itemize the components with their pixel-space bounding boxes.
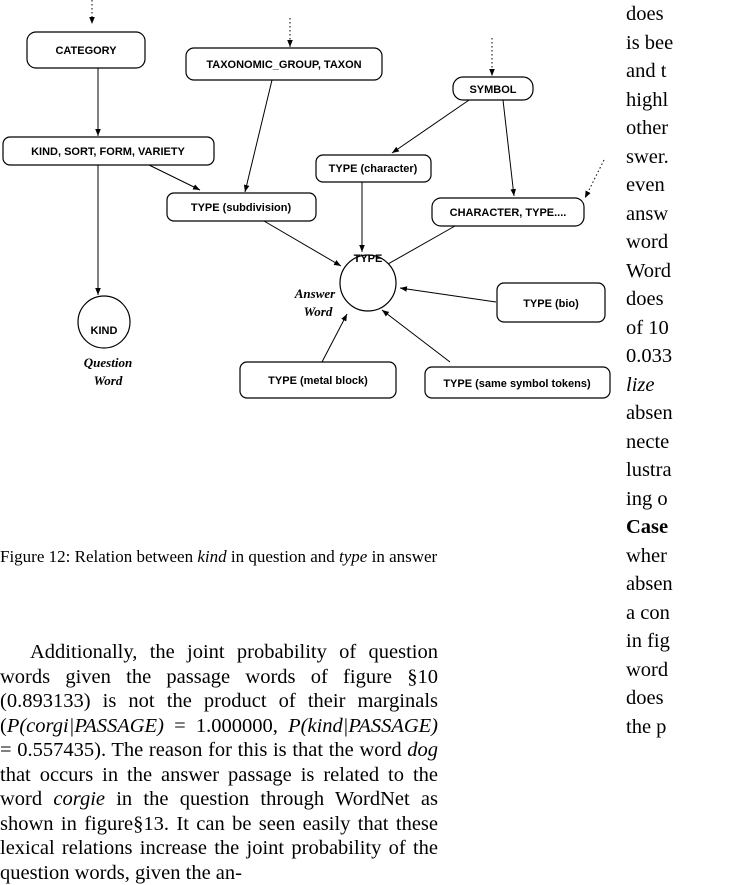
question-word-label-line1: Question (84, 355, 132, 370)
node-symbol-box (452, 76, 534, 101)
para-text-5: = (0, 739, 18, 761)
node-taxon-label: TAXONOMIC_GROUP, TAXON (206, 59, 361, 71)
right-line: does (626, 687, 664, 709)
right-line: in fig (626, 630, 670, 652)
para-value-corgi: 1.000000 (195, 714, 273, 737)
para-text-6: ). The reason for this is that the word (94, 739, 408, 761)
right-line: Word (626, 259, 672, 282)
para-math-corgi: P(corgi|PASSAGE) (6, 714, 164, 737)
right-line: does (626, 3, 664, 25)
right-line: absen (626, 402, 673, 424)
node-type-center-circle (339, 254, 397, 312)
right-line: even (626, 174, 665, 196)
caption-type: type (339, 547, 368, 566)
dotted-incoming-lines (89, 0, 605, 199)
para-math-kind: P(kind|PASSAGE) (288, 714, 439, 737)
node-type-bio-box (496, 282, 606, 323)
node-type-center-label: TYPE (354, 253, 383, 265)
caption-middle: in question and (226, 547, 340, 566)
right-line: the p (626, 715, 667, 738)
node-character-type-box (431, 197, 585, 227)
node-type-subdivision-box (166, 192, 317, 222)
para-text-2: ) is not the product of their marginals … (0, 690, 438, 737)
node-category-label: CATEGORY (55, 45, 117, 57)
para-word-corgie: corgie (53, 788, 105, 810)
caption-suffix: in answer (367, 547, 438, 566)
node-type-bio-label: TYPE (bio) (523, 298, 579, 310)
right-line: of 10 (626, 316, 669, 339)
right-line: answ (626, 202, 669, 225)
node-type-subdivision-label: TYPE (subdivision) (191, 202, 292, 214)
caption-kind: kind (197, 547, 227, 566)
right-line: highl (626, 88, 669, 111)
right-line: 0.033 (626, 345, 673, 367)
para-value-kind: 0.557435 (17, 739, 95, 761)
para-text-3: = (163, 714, 196, 737)
para-word-dog: dog (407, 739, 439, 761)
right-line: absen (626, 573, 673, 595)
node-category-box (26, 31, 146, 69)
right-line: and t (626, 60, 667, 82)
node-type-same-symbol-label: TYPE (same symbol tokens) (443, 378, 591, 390)
node-type-same-symbol-box (424, 366, 611, 399)
node-character-type-label: CHARACTER, TYPE.... (450, 207, 567, 219)
right-line: necte (626, 430, 670, 453)
node-type-metal-label: TYPE (metal block) (268, 375, 368, 387)
right-line: lize (626, 373, 655, 396)
para-value-joint: 0.893133 (6, 690, 84, 712)
node-type-metal-box (239, 361, 397, 399)
relation-diagram: CATEGORY TAXONOMIC_GROUP, TAXON SYMBOL K… (2, 0, 611, 399)
para-text-1: Additionally, the joint probability of q… (0, 641, 438, 712)
node-taxon-box (185, 47, 383, 81)
node-boxes (2, 31, 611, 399)
right-line: word (626, 658, 669, 681)
right-line: Case (626, 516, 669, 538)
right-line: a con (626, 601, 670, 624)
relation-arrows (95, 68, 516, 363)
figure-caption: Figure 12: Relation between kind in ques… (0, 546, 440, 568)
right-line: lustra (626, 459, 672, 481)
body-paragraph: Additionally, the joint probability of q… (0, 640, 438, 885)
para-text-7: that occurs in the answer passage is rel… (0, 763, 438, 811)
node-kind-label: KIND (91, 325, 118, 337)
node-kind-sort-box (2, 136, 215, 166)
node-symbol-label: SYMBOL (469, 84, 516, 96)
caption-prefix: Figure 12: Relation between (0, 547, 198, 566)
right-line: word (626, 231, 669, 253)
para-text-4: , (272, 714, 289, 737)
node-kind-sort-label: KIND, SORT, FORM, VARIETY (31, 146, 185, 158)
node-type-character-label: TYPE (character) (329, 163, 418, 175)
answer-word-label-line2: Word (304, 304, 333, 319)
right-line: is bee (626, 31, 674, 54)
right-line: wher (626, 544, 667, 567)
node-kind-circle (77, 295, 131, 349)
node-type-character-box (315, 154, 432, 183)
question-word-label-line2: Word (94, 373, 123, 388)
right-column-fragments: does is bee and t highl other swer. even… (626, 0, 730, 741)
right-line: ing o (626, 487, 668, 510)
right-line: does (626, 288, 664, 310)
answer-word-label-line1: Answer (294, 286, 336, 301)
right-line: other (626, 117, 669, 139)
right-line: swer. (626, 145, 669, 168)
